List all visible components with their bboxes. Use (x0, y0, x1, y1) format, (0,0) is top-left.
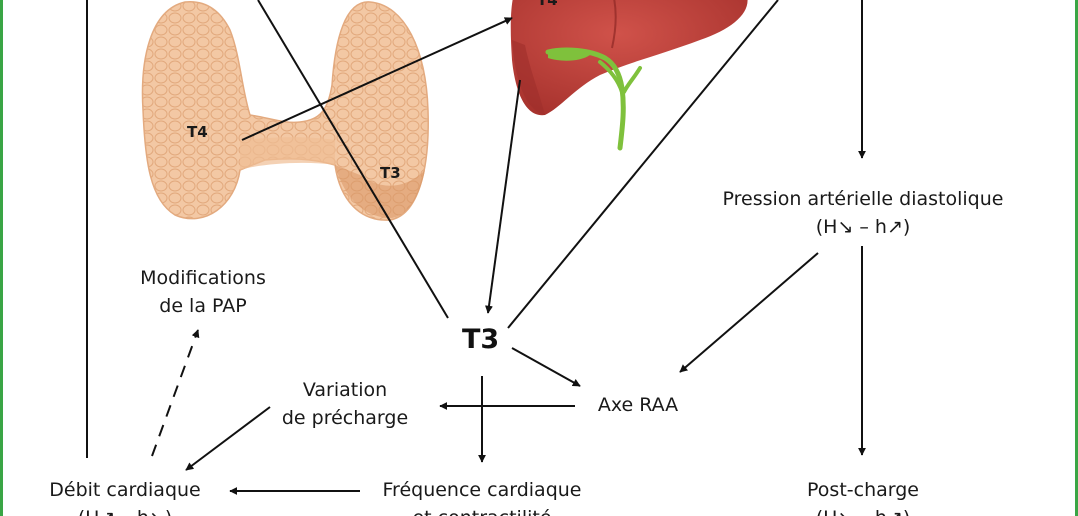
node-modifications-pap: Modifications de la PAP (108, 264, 298, 320)
node-debit-line2: (H↗ – h↘) (30, 504, 220, 516)
node-postcharge-line2: (H↘ – h↗) (783, 504, 943, 516)
node-pression-arterielle: Pression artérielle diastolique (H↘ – h↗… (700, 185, 1026, 241)
dashed-arrow-debit-to-pap (151, 329, 200, 457)
node-frequence-cardiaque: Fréquence cardiaque et contractilité (368, 476, 596, 516)
node-frequence-line1: Fréquence cardiaque (382, 479, 582, 501)
node-variation-line2: de précharge (281, 407, 409, 429)
t3-node: T3 (462, 324, 500, 355)
node-postcharge-line1: Post-charge (807, 479, 919, 501)
arrow-thyroid-to-liver (241, 17, 513, 141)
line-top-to-t3 (257, 0, 449, 319)
node-variation-precharge: Variation de précharge (262, 376, 428, 432)
liver-t4-label: T4 (537, 0, 558, 9)
arrow-liver-to-t3 (485, 79, 521, 314)
arrow-pad-to-raa (679, 252, 819, 373)
node-modifications-line1: Modifications (140, 267, 266, 289)
node-pad-line1: Pression artérielle diastolique (722, 188, 1004, 210)
arrow-t3-to-raa (511, 347, 581, 387)
node-variation-line1: Variation (302, 379, 388, 401)
thyroid-gland-illustration (141, 1, 429, 221)
thyroid-t3-label: T3 (380, 164, 401, 182)
node-axe-raa: Axe RAA (597, 394, 679, 416)
node-post-charge: Post-charge (H↘ – h↗) (783, 476, 943, 516)
arrow-variation-to-debit (185, 406, 271, 471)
node-frequence-line2: et contractilité (368, 504, 596, 516)
liver-illustration (510, 0, 748, 151)
node-pad-line2: (H↘ – h↗) (815, 216, 911, 238)
node-modifications-line2: de la PAP (159, 295, 247, 317)
thyroid-t4-label: T4 (187, 123, 208, 141)
line-right-to-t3 (507, 0, 779, 329)
node-debit-cardiaque: Débit cardiaque (H↗ – h↘) (30, 476, 220, 516)
diagram-arrows (86, 0, 866, 495)
node-debit-line1: Débit cardiaque (49, 479, 201, 501)
